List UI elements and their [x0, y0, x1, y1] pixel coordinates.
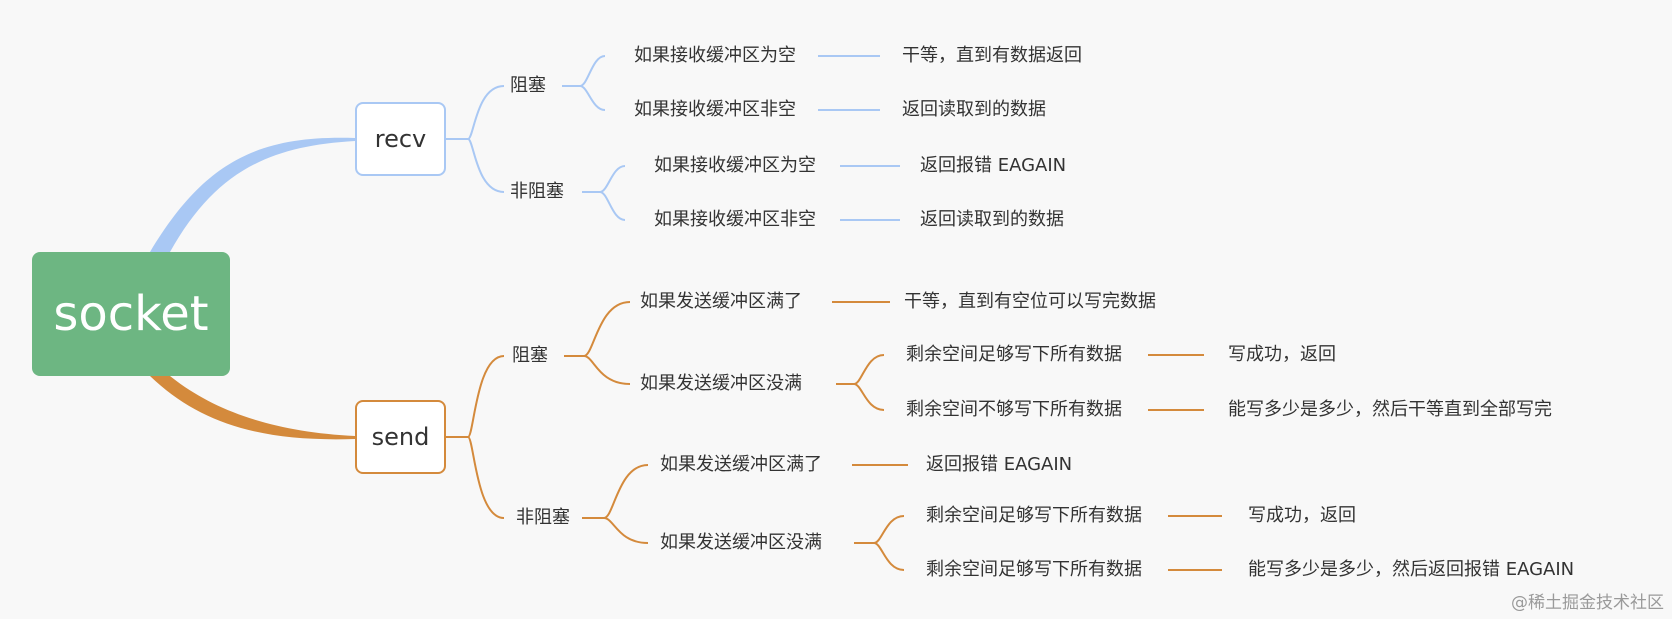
recv-blocking-nonempty-result: 返回读取到的数据: [902, 99, 1046, 120]
root-node-socket: socket: [32, 252, 230, 376]
send-blocking-enough-condition: 剩余空间足够写下所有数据: [906, 344, 1122, 365]
recv-nonblocking-nonempty-result: 返回读取到的数据: [920, 209, 1064, 230]
recv-nonblocking-label: 非阻塞: [510, 181, 564, 202]
edge-root-recv: [150, 137, 355, 252]
send-nonblocking-enough-result: 写成功，返回: [1248, 505, 1356, 526]
send-node: send: [355, 400, 446, 474]
watermark: @稀土掘金技术社区: [1511, 593, 1664, 613]
recv-blocking-label: 阻塞: [510, 75, 546, 96]
send-blocking-enough-result: 写成功，返回: [1228, 344, 1336, 365]
send-nonblocking-remaining-condition: 剩余空间足够写下所有数据: [926, 559, 1142, 580]
send-blocking-notfull-condition: 如果发送缓冲区没满: [640, 373, 802, 394]
recv-blocking-nonempty-condition: 如果接收缓冲区非空: [634, 99, 796, 120]
send-nonblocking-enough-condition: 剩余空间足够写下所有数据: [926, 505, 1142, 526]
send-blocking-notenough-condition: 剩余空间不够写下所有数据: [906, 399, 1122, 420]
send-nonblocking-full-condition: 如果发送缓冲区满了: [660, 454, 822, 475]
edge-root-send: [150, 376, 355, 440]
recv-branches: [446, 55, 900, 221]
send-blocking-label: 阻塞: [512, 345, 548, 366]
recv-nonblocking-empty-condition: 如果接收缓冲区为空: [654, 155, 816, 176]
send-branches: [446, 301, 1222, 571]
recv-node: recv: [355, 102, 446, 176]
send-nonblocking-notfull-condition: 如果发送缓冲区没满: [660, 532, 822, 553]
send-nonblocking-remaining-result: 能写多少是多少，然后返回报错 EAGAIN: [1248, 559, 1575, 580]
recv-blocking-empty-result: 干等，直到有数据返回: [902, 45, 1082, 66]
send-blocking-notenough-result: 能写多少是多少，然后干等直到全部写完: [1228, 399, 1552, 420]
recv-blocking-empty-condition: 如果接收缓冲区为空: [634, 45, 796, 66]
recv-nonblocking-empty-result: 返回报错 EAGAIN: [920, 155, 1067, 176]
send-nonblocking-label: 非阻塞: [516, 507, 570, 528]
recv-nonblocking-nonempty-condition: 如果接收缓冲区非空: [654, 209, 816, 230]
send-blocking-full-condition: 如果发送缓冲区满了: [640, 291, 802, 312]
send-nonblocking-full-result: 返回报错 EAGAIN: [926, 454, 1073, 475]
send-blocking-full-result: 干等，直到有空位可以写完数据: [904, 291, 1156, 312]
